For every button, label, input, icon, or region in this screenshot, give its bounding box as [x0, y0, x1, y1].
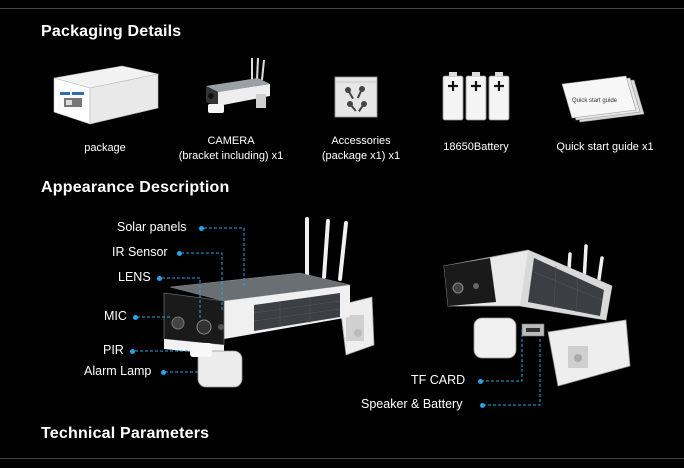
leader-dot	[161, 370, 166, 375]
callout-lens: LENS	[118, 270, 151, 284]
pack-caption-package: package	[46, 141, 164, 156]
caption-line: 18650Battery	[443, 141, 509, 153]
pack-caption-guide: Quick start guide x1	[540, 140, 670, 155]
callout-pir: PIR	[103, 343, 124, 357]
package-box-icon	[53, 65, 159, 125]
screws-bag-icon	[334, 76, 378, 118]
callout-solar-panels: Solar panels	[117, 220, 187, 234]
pack-caption-camera: CAMERA (bracket including) x1	[156, 134, 306, 164]
top-divider	[0, 8, 684, 9]
caption-line: Quick start guide x1	[556, 141, 654, 153]
camera-rear-illustration	[443, 244, 631, 387]
manual-icon: Quick start guide	[561, 75, 645, 123]
callout-ir-sensor: IR Sensor	[112, 245, 168, 259]
leader-dot	[177, 251, 182, 256]
appearance-title: Appearance Description	[41, 179, 230, 196]
callout-mic: MIC	[104, 309, 127, 323]
pack-item-accessories: Accessories (package x1) x1	[306, 70, 416, 166]
camera-front-illustration	[163, 217, 375, 388]
pack-caption-battery: 18650Battery	[426, 140, 526, 155]
leader-dot	[480, 403, 485, 408]
camera-icon	[206, 57, 270, 113]
leader-dot	[130, 349, 135, 354]
callout-tf-card: TF CARD	[411, 373, 466, 387]
caption-line: (package x1) x1	[321, 150, 401, 162]
pack-caption-accessories: Accessories (package x1) x1	[306, 134, 416, 164]
caption-line: (bracket including) x1	[178, 150, 284, 162]
caption-line: Accessories	[331, 135, 391, 147]
leader-dot	[478, 379, 483, 384]
caption-line: package	[84, 142, 126, 154]
leader-dot	[133, 315, 138, 320]
battery-icon	[442, 72, 510, 121]
pack-item-package: package	[46, 62, 164, 162]
pack-item-battery: 18650Battery	[426, 70, 526, 166]
callout-alarm-lamp: Alarm Lamp	[84, 364, 152, 378]
leader-dot	[157, 276, 162, 281]
guide-cover-text: Quick start guide	[572, 98, 618, 104]
technical-title: Technical Parameters	[41, 425, 210, 442]
packaging-title: Packaging Details	[41, 23, 182, 40]
pack-item-camera: CAMERA (bracket including) x1	[156, 56, 306, 166]
caption-line: CAMERA	[207, 135, 255, 147]
callout-speaker-battery: Speaker & Battery	[361, 397, 463, 411]
bottom-divider	[0, 458, 684, 459]
leader-dot	[199, 226, 204, 231]
pack-item-guide: Quick start guide Quick start guide x1	[540, 70, 670, 166]
